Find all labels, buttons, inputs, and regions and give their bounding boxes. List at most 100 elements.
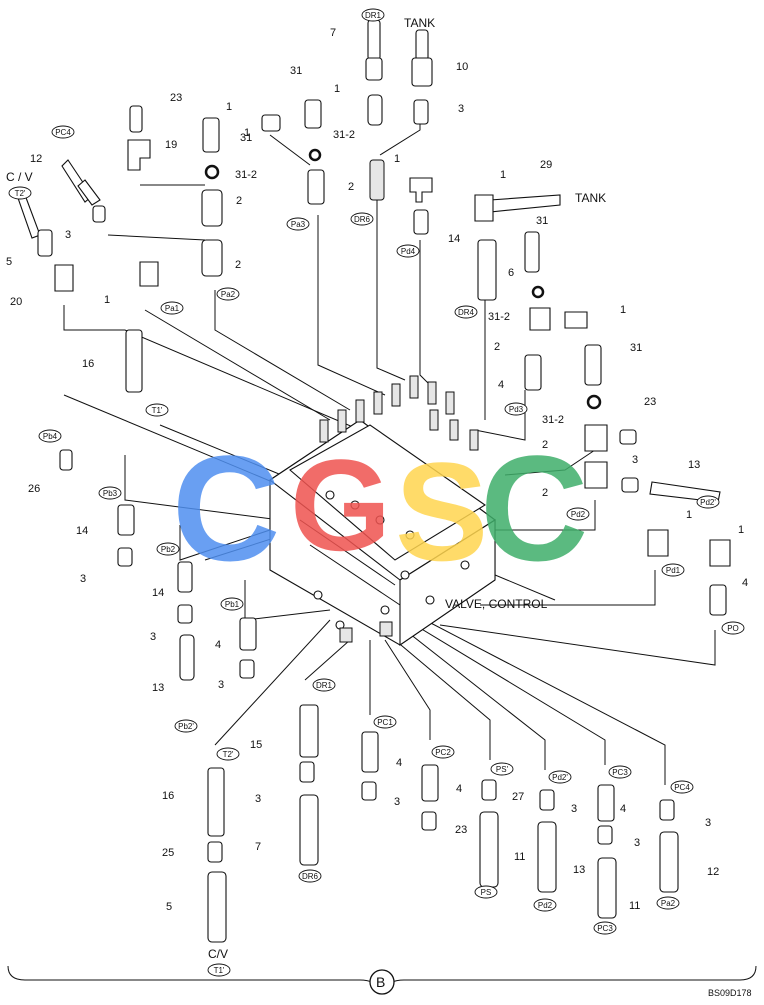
valve-title: VALVE, CONTROL xyxy=(445,597,548,611)
callout-number: 4 xyxy=(396,757,402,769)
port-tag-label: PC4 xyxy=(55,128,71,137)
port-tag: T2' xyxy=(8,186,32,200)
callout-number: 10 xyxy=(456,61,468,73)
port-tag-label: DR4 xyxy=(458,308,475,317)
callout-number: 3 xyxy=(632,454,638,466)
port-tag: Pd4 xyxy=(396,244,420,258)
port-tag: Pb4 xyxy=(38,429,62,443)
callout-number: 7 xyxy=(255,841,261,853)
callout-number: 1 xyxy=(244,127,250,139)
callout-number: 4 xyxy=(620,803,626,815)
callout-number: 12 xyxy=(30,153,42,165)
callout-number: 5 xyxy=(166,901,172,913)
logo-letter-2: G xyxy=(290,432,391,578)
port-tag-label: Pd2' xyxy=(552,773,568,782)
callout-number: 31-2 xyxy=(488,311,510,323)
port-tag: Pd1 xyxy=(661,563,685,577)
port-tag-label: Pb2 xyxy=(161,545,176,554)
callout-number: 29 xyxy=(540,159,552,171)
port-tag-label: Pa2 xyxy=(221,290,236,299)
callout-number: 3 xyxy=(80,573,86,585)
logo-letter-4: C xyxy=(480,424,588,592)
callout-number: 5 xyxy=(6,256,12,268)
cv-label-top: C / V xyxy=(6,170,33,184)
callout-number: 16 xyxy=(162,790,174,802)
port-tag: DR1 xyxy=(361,8,385,22)
port-tag-label: PC3 xyxy=(597,924,613,933)
callout-number: 7 xyxy=(330,27,336,39)
port-tag: Pb2 xyxy=(156,542,180,556)
port-tag-label: Pd2 xyxy=(571,510,586,519)
tank-label-right: TANK xyxy=(575,191,606,205)
port-tag: PC3 xyxy=(608,765,632,779)
callout-number: 27 xyxy=(512,791,524,803)
port-tag-label: Pa1 xyxy=(165,304,180,313)
port-tag-label: Pd2 xyxy=(538,901,553,910)
callout-number: 4 xyxy=(498,379,504,391)
port-tag-label: PO xyxy=(727,624,739,633)
port-tag-label: Pa2 xyxy=(661,899,676,908)
callout-number: 14 xyxy=(76,525,88,537)
callout-number: 13 xyxy=(688,459,700,471)
callout-number: 1 xyxy=(226,101,232,113)
port-tag-label: DR6 xyxy=(354,215,371,224)
port-tag-label: Pb3 xyxy=(103,489,118,498)
callout-number: 2 xyxy=(494,341,500,353)
callout-number: 31 xyxy=(290,65,302,77)
port-tag-label: DR6 xyxy=(302,872,319,881)
callout-number: 19 xyxy=(165,139,177,151)
section-letter: B xyxy=(376,974,385,990)
callout-number: 4 xyxy=(742,577,748,589)
port-tag-label: PC4 xyxy=(674,783,690,792)
callout-number: 11 xyxy=(514,851,525,863)
port-tag-label: DR1 xyxy=(365,11,382,20)
logo-letter-1: C xyxy=(172,424,280,592)
port-tag-label: PS' xyxy=(496,765,509,774)
port-tag: Pb1 xyxy=(220,597,244,611)
port-tag-label: PS xyxy=(481,888,492,897)
cv-label-bottom: C/V xyxy=(208,947,228,961)
port-tag-label: T2' xyxy=(223,750,234,759)
callout-number: 4 xyxy=(215,639,221,651)
callout-number: 2 xyxy=(236,195,242,207)
callout-number: 25 xyxy=(162,847,174,859)
callout-number: 14 xyxy=(448,233,460,245)
callout-number: 12 xyxy=(707,866,719,878)
callout-number: 20 xyxy=(10,296,22,308)
port-tag: DR6 xyxy=(298,869,322,883)
port-tag-label: PC2 xyxy=(435,748,451,757)
callout-number: 3 xyxy=(571,803,577,815)
callout-number: 3 xyxy=(458,103,464,115)
callout-number: 3 xyxy=(634,837,640,849)
port-tag: Pa1 xyxy=(160,301,184,315)
port-tag: PS' xyxy=(490,762,514,776)
callout-number: 23 xyxy=(170,92,182,104)
port-tag-label: Pd4 xyxy=(401,247,416,256)
port-tag: Pd3 xyxy=(504,402,528,416)
callout-number: 13 xyxy=(152,682,164,694)
port-tag-label: PC1 xyxy=(377,718,393,727)
callout-number: 31-2 xyxy=(542,414,564,426)
callout-number: 31-2 xyxy=(235,169,257,181)
port-tag: PC4 xyxy=(670,780,694,794)
callout-number: 15 xyxy=(250,739,262,751)
hoses-and-fittings xyxy=(17,19,731,943)
callout-number: 3 xyxy=(394,796,400,808)
callout-number: 3 xyxy=(65,229,71,241)
port-tag: Pd2 xyxy=(566,507,590,521)
port-tag-label: T1' xyxy=(214,966,225,975)
callout-number: 6 xyxy=(508,267,514,279)
port-tag: DR6 xyxy=(350,212,374,226)
callout-number: 16 xyxy=(82,358,94,370)
port-tag: T1' xyxy=(145,403,169,417)
callout-number: 1 xyxy=(620,304,626,316)
port-tag-label: DR1 xyxy=(316,681,333,690)
callout-number: 31-2 xyxy=(333,129,355,141)
port-tag: Pd2 xyxy=(533,898,557,912)
callout-number: 3 xyxy=(150,631,156,643)
port-tag: Pa3 xyxy=(286,217,310,231)
port-tag-label: T2' xyxy=(15,189,26,198)
port-tag: PC3 xyxy=(593,921,617,935)
